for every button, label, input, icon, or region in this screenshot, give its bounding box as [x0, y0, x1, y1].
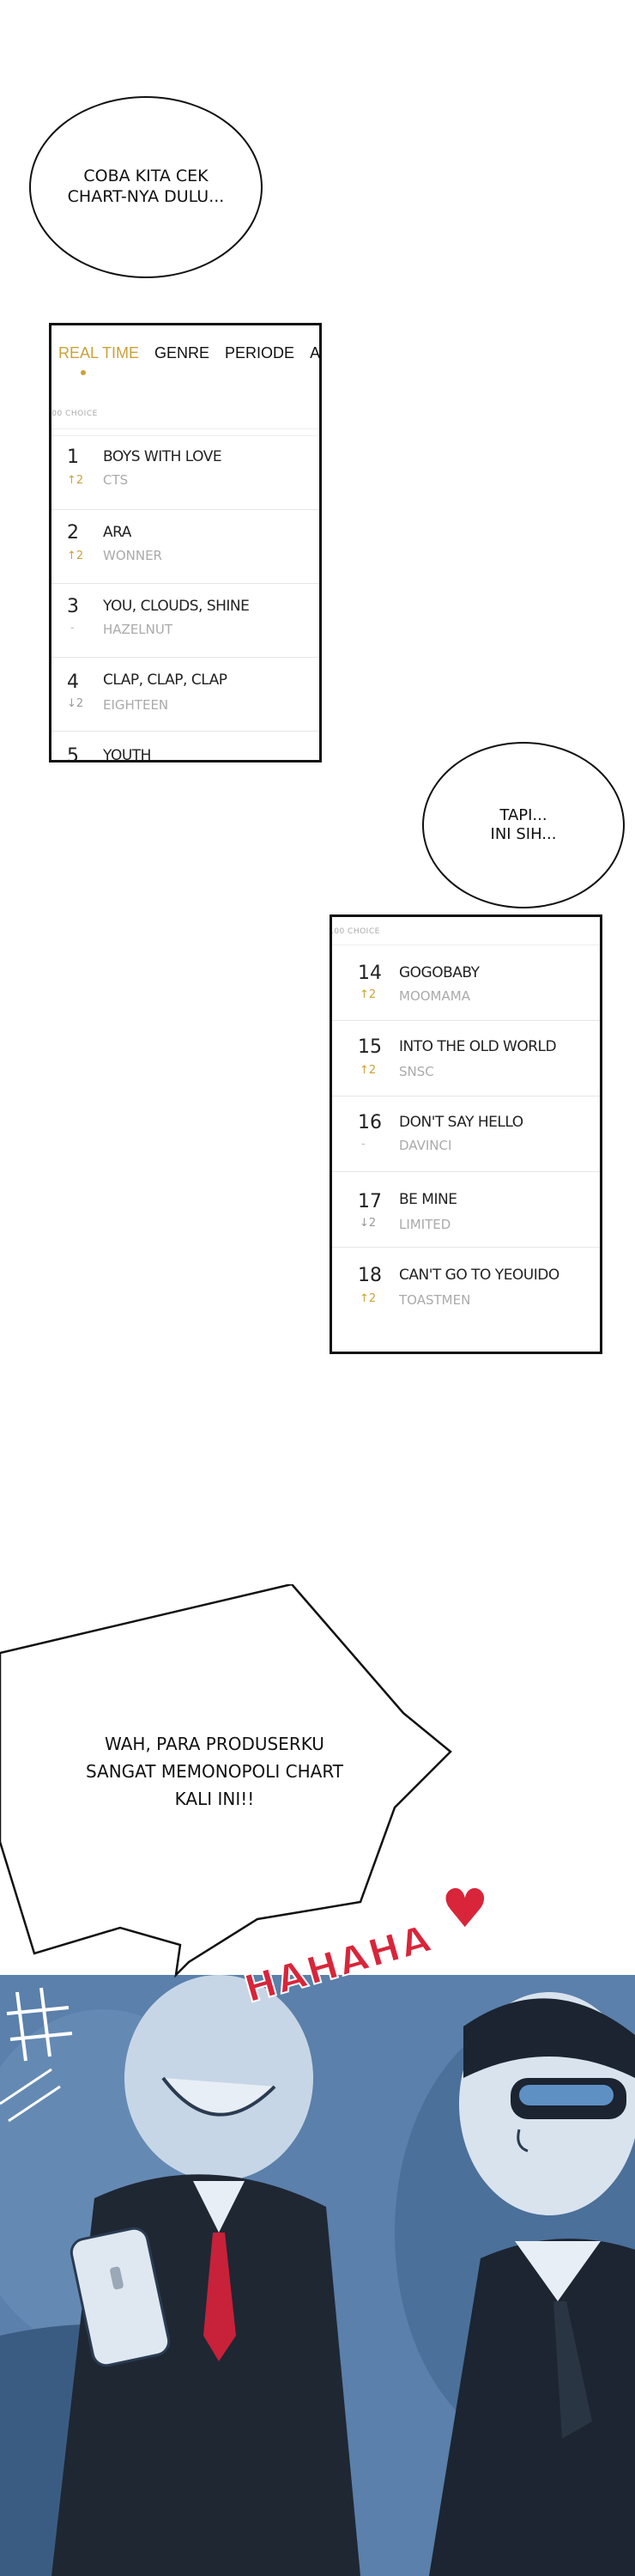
artist-name: LIMITED [399, 1217, 451, 1232]
choice-label: 100 CHOICE [330, 927, 380, 936]
bubble-3-line-1: WAH, PARA PRODUSERKU [105, 1734, 324, 1754]
chart-panel-lower-ranks: 100 CHOICE 14 GOGOBABY ↑2 MOOMAMA 15 INT… [330, 914, 602, 1354]
bubble-2-line-2: INI SIH... [490, 825, 557, 843]
song-title: CAN'T GO TO YEOUIDO [399, 1267, 559, 1284]
trend-indicator: ↑2 [67, 550, 84, 562]
bubble-3-line-2: SANGAT MEMONOPOLI CHART [85, 1761, 344, 1782]
speech-bubble-1: COBA KITA CEK CHART-NYA DULU... [29, 96, 263, 278]
chart-tabs: REAL TIME GENRE PERIODE ARTI [58, 344, 321, 362]
trend-indicator: - [70, 622, 75, 635]
chart-rank: 15 [358, 1036, 382, 1058]
chart-row[interactable]: 18 CAN'T GO TO YEOUIDO ↑2 TOASTMEN [332, 1247, 600, 1325]
tab-genre[interactable]: GENRE [154, 344, 210, 361]
tab-artist[interactable]: ARTI [310, 344, 321, 361]
song-title: YOU, CLOUDS, SHINE [103, 598, 250, 615]
artist-name: DAVINCI [399, 1138, 452, 1153]
tab-periode[interactable]: PERIODE [225, 344, 295, 361]
song-title: BE MINE [399, 1191, 457, 1208]
choice-label: 100 CHOICE [49, 410, 98, 418]
song-title: INTO THE OLD WORLD [399, 1038, 557, 1055]
artist-name: TOASTMEN [399, 1292, 471, 1308]
chart-rank: 16 [358, 1112, 382, 1133]
bubble-3-line-3: KALI INI!! [174, 1789, 255, 1809]
bubble-2-line-1: TAPI... [499, 805, 547, 824]
chart-rank: 3 [67, 596, 79, 617]
trend-indicator: ↓2 [67, 697, 84, 710]
phone-illustration [70, 2227, 171, 2367]
chart-row[interactable]: 17 BE MINE ↓2 LIMITED [332, 1171, 600, 1246]
active-tab-indicator [81, 370, 86, 375]
trend-indicator: ↑2 [67, 474, 84, 487]
scene-illustration [0, 1975, 635, 2576]
shout-bubble-text: WAH, PARA PRODUSERKU SANGAT MEMONOPOLI C… [26, 1730, 403, 1813]
artist-name: WONNER [103, 548, 162, 563]
song-title: DON'T SAY HELLO [399, 1114, 523, 1131]
heart-icon: ♥ [441, 1877, 489, 1940]
artist-name: MOOMAMA [399, 988, 470, 1004]
bubble-1-line-1: COBA KITA CEK [83, 167, 209, 186]
chart-rank: 2 [67, 522, 79, 544]
song-title: YOUTH [103, 747, 151, 762]
shout-bubble [0, 1584, 452, 1978]
trend-indicator: ↑2 [360, 1064, 377, 1077]
chart-panel-realtime: REAL TIME GENRE PERIODE ARTI 100 CHOICE … [49, 323, 322, 762]
trend-indicator: ↑2 [360, 1292, 377, 1305]
song-title: ARA [103, 524, 131, 541]
chart-rank: 18 [358, 1265, 382, 1286]
artist-name: EIGHTEEN [103, 697, 169, 713]
chart-rank: 4 [67, 671, 79, 693]
scene-artwork [0, 1975, 635, 2576]
chart-rank: 14 [358, 963, 382, 984]
speech-bubble-2: TAPI... INI SIH... [422, 742, 625, 908]
artist-name: CTS [103, 472, 129, 488]
chart-row[interactable]: 4 CLAP, CLAP, CLAP ↓2 EIGHTEEN [51, 657, 319, 730]
artist-name: HAZELNUT [103, 622, 173, 637]
trend-indicator: - [361, 1138, 366, 1151]
song-title: GOGOBABY [399, 964, 480, 981]
artist-name: SNSC [399, 1064, 434, 1079]
chart-rank: 5 [67, 745, 79, 762]
song-title: BOYS WITH LOVE [103, 448, 222, 465]
chart-row[interactable]: 14 GOGOBABY ↑2 MOOMAMA [332, 945, 600, 1019]
chart-rank: 17 [358, 1191, 382, 1212]
tab-real-time[interactable]: REAL TIME [58, 344, 140, 361]
chart-row[interactable]: 16 DON'T SAY HELLO - DAVINCI [332, 1096, 600, 1170]
bubble-1-line-2: CHART-NYA DULU... [67, 187, 225, 206]
chart-row[interactable]: 2 ARA ↑2 WONNER [51, 509, 319, 582]
chart-row[interactable]: 15 INTO THE OLD WORLD ↑2 SNSC [332, 1020, 600, 1095]
trend-indicator: ↑2 [360, 988, 377, 1001]
song-title: CLAP, CLAP, CLAP [103, 671, 227, 689]
chart-row[interactable]: 3 YOU, CLOUDS, SHINE - HAZELNUT [51, 583, 319, 656]
trend-indicator: ↓2 [360, 1217, 377, 1230]
chart-row[interactable]: 5 YOUTH [51, 731, 319, 762]
chart-rank: 1 [67, 447, 79, 468]
chart-row[interactable]: 1 BOYS WITH LOVE ↑2 CTS [51, 435, 319, 508]
